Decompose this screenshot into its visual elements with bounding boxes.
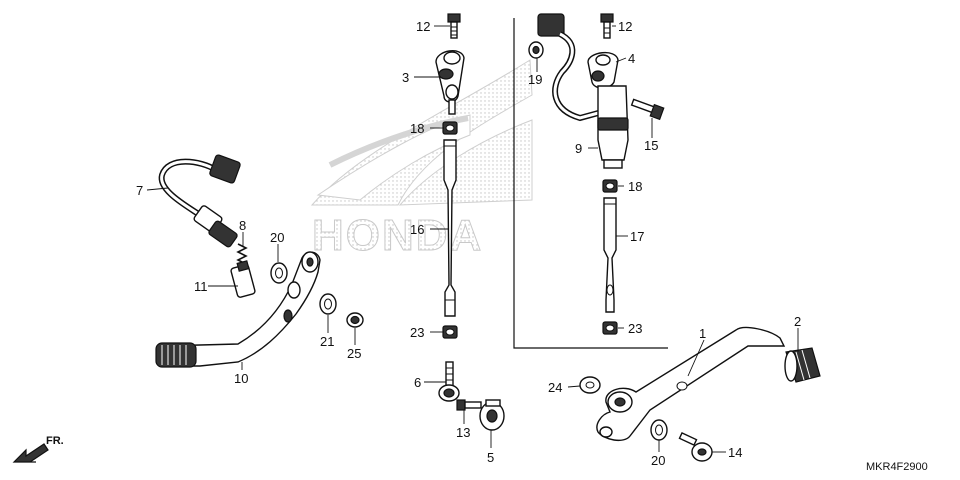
honda-watermark-text: HONDA xyxy=(312,211,483,260)
front-arrow-icon xyxy=(12,443,49,463)
subassembly-frame xyxy=(513,18,668,349)
bracket-4-icon xyxy=(587,52,619,89)
callout-23-right: 23 xyxy=(628,321,642,336)
bolt-12-icon xyxy=(447,13,461,39)
joint-arm-3-icon xyxy=(435,50,465,115)
callout-20-right: 20 xyxy=(651,453,665,468)
diagram-code: MKR4F2900 xyxy=(866,461,928,473)
nut-18-icon xyxy=(442,121,458,135)
callouts: 12 3 18 16 23 6 13 5 7 8 20 11 21 25 10 … xyxy=(136,19,801,468)
callout-5: 5 xyxy=(487,450,494,465)
rod-assembly xyxy=(435,13,465,339)
callout-3: 3 xyxy=(402,70,409,85)
brake-pedal-10-icon xyxy=(155,251,321,368)
grommet-19-icon xyxy=(528,41,544,59)
callout-23: 23 xyxy=(410,325,424,340)
honda-wing-watermark-icon xyxy=(310,59,533,206)
callout-18: 18 xyxy=(410,121,424,136)
callout-2: 2 xyxy=(794,314,801,329)
washer-20-left-icon xyxy=(270,262,288,284)
callout-20: 20 xyxy=(270,230,284,245)
collar-25-icon xyxy=(346,312,364,328)
nut-23-right-icon xyxy=(602,321,618,335)
callout-21: 21 xyxy=(320,334,334,349)
callout-12: 12 xyxy=(416,19,430,34)
bolt-13-icon xyxy=(456,399,482,411)
shift-pedal-1-icon xyxy=(596,326,786,442)
callout-25: 25 xyxy=(347,346,361,361)
callout-16: 16 xyxy=(410,222,424,237)
rod-16-icon xyxy=(443,139,457,317)
washer-20-right-icon xyxy=(650,419,668,441)
switch-cable-7-icon xyxy=(158,154,241,248)
callout-18-right: 18 xyxy=(628,179,642,194)
callout-15: 15 xyxy=(644,138,658,153)
callout-17: 17 xyxy=(630,229,644,244)
callout-8: 8 xyxy=(239,218,246,233)
bolt-14-icon xyxy=(678,431,713,462)
callout-6: 6 xyxy=(414,375,421,390)
bolt-15-icon xyxy=(630,98,665,121)
callout-9: 9 xyxy=(575,141,582,156)
callout-12-right: 12 xyxy=(618,19,632,34)
joint-5-icon xyxy=(479,399,505,431)
sensor-9-icon xyxy=(597,85,629,169)
callout-19: 19 xyxy=(528,72,542,87)
callout-1: 1 xyxy=(699,326,706,341)
pivot-11-icon xyxy=(230,260,256,298)
callout-14: 14 xyxy=(728,445,742,460)
callout-24: 24 xyxy=(548,380,562,395)
callout-4: 4 xyxy=(628,51,635,66)
washer-21-icon xyxy=(319,293,337,315)
leader-lines xyxy=(146,25,799,453)
bolt-6-icon xyxy=(438,361,460,402)
front-marker: FR. xyxy=(46,435,64,447)
nut-23-icon xyxy=(442,325,458,339)
callout-10: 10 xyxy=(234,371,248,386)
rod-17-icon xyxy=(603,197,617,313)
bolt-12-right-icon xyxy=(600,13,614,39)
nut-18-right-icon xyxy=(602,179,618,193)
rubber-2-icon xyxy=(784,347,821,383)
callout-11: 11 xyxy=(194,279,208,294)
washer-24-icon xyxy=(579,376,601,394)
callout-13: 13 xyxy=(456,425,470,440)
callout-7: 7 xyxy=(136,183,143,198)
sensor-cable-icon xyxy=(537,13,603,122)
